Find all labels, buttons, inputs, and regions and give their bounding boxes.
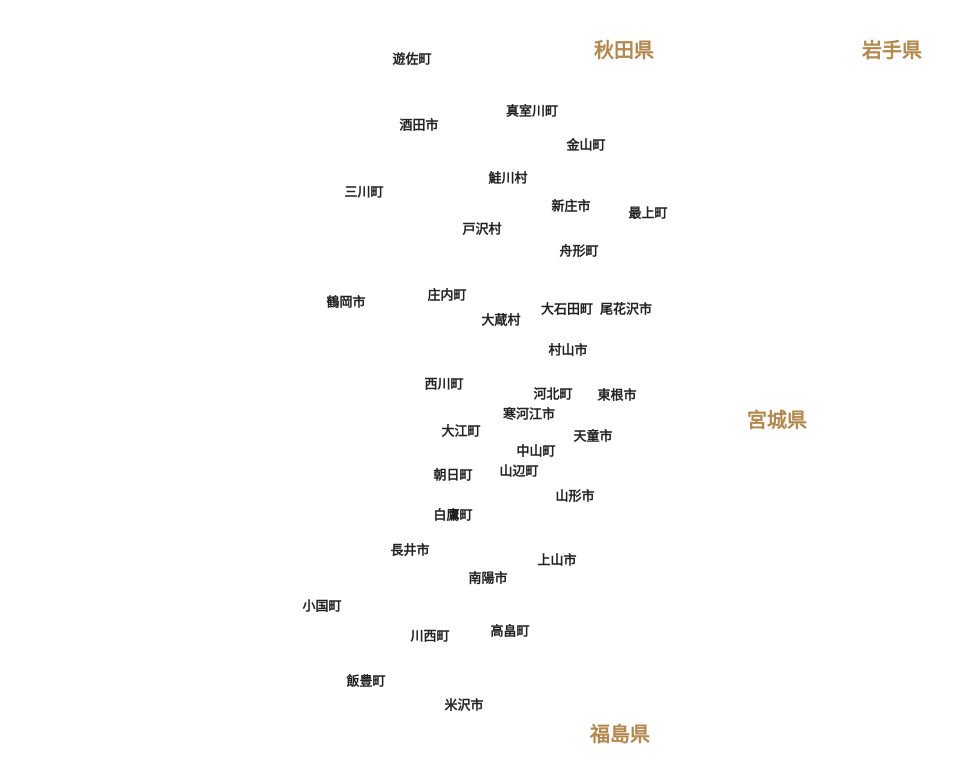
municipality-label[interactable]: 朝日町 xyxy=(433,468,473,484)
municipality-label[interactable]: 舟形町 xyxy=(559,244,599,260)
municipality-label[interactable]: 南陽市 xyxy=(468,571,508,587)
municipality-label[interactable]: 寒河江市 xyxy=(502,407,556,423)
municipality-label[interactable]: 山形市 xyxy=(555,489,595,505)
municipality-label[interactable]: 村山市 xyxy=(548,343,588,359)
prefecture-label-miyagi: 宮城県 xyxy=(747,408,807,432)
municipality-label[interactable]: 飯豊町 xyxy=(346,674,386,690)
municipality-label[interactable]: 新庄市 xyxy=(551,199,591,215)
municipality-label[interactable]: 中山町 xyxy=(516,444,556,460)
municipality-label[interactable]: 鶴岡市 xyxy=(326,295,366,311)
municipality-label[interactable]: 戸沢村 xyxy=(462,222,502,238)
municipality-label[interactable]: 大蔵村 xyxy=(481,313,521,329)
municipality-label[interactable]: 高畠町 xyxy=(490,624,530,640)
municipality-label[interactable]: 真室川町 xyxy=(505,104,559,120)
municipality-label[interactable]: 東根市 xyxy=(597,388,637,404)
prefecture-label-iwate: 岩手県 xyxy=(862,38,922,62)
municipality-label[interactable]: 白鷹町 xyxy=(433,508,473,524)
municipality-label[interactable]: 最上町 xyxy=(628,206,668,222)
municipality-label[interactable]: 大石田町 xyxy=(540,302,594,318)
municipality-label[interactable]: 米沢市 xyxy=(444,698,484,714)
prefecture-label-akita: 秋田県 xyxy=(594,38,654,62)
municipality-label[interactable]: 西川町 xyxy=(424,377,464,393)
municipality-label[interactable]: 大江町 xyxy=(441,424,481,440)
municipality-label[interactable]: 川西町 xyxy=(410,629,450,645)
municipality-label[interactable]: 鮭川村 xyxy=(488,171,528,187)
municipality-label[interactable]: 尾花沢市 xyxy=(599,302,653,318)
municipality-label[interactable]: 山辺町 xyxy=(499,464,539,480)
municipality-label[interactable]: 天童市 xyxy=(573,429,613,445)
prefecture-label-fukushima: 福島県 xyxy=(590,722,650,746)
municipality-label[interactable]: 上山市 xyxy=(537,553,577,569)
municipality-label[interactable]: 庄内町 xyxy=(427,288,467,304)
municipality-label[interactable]: 酒田市 xyxy=(399,118,439,134)
municipality-label[interactable]: 小国町 xyxy=(302,599,342,615)
municipality-label[interactable]: 金山町 xyxy=(566,138,606,154)
municipality-label[interactable]: 遊佐町 xyxy=(392,52,432,68)
municipality-label[interactable]: 三川町 xyxy=(344,185,384,201)
municipality-label[interactable]: 河北町 xyxy=(533,387,573,403)
municipality-label[interactable]: 長井市 xyxy=(390,543,430,559)
